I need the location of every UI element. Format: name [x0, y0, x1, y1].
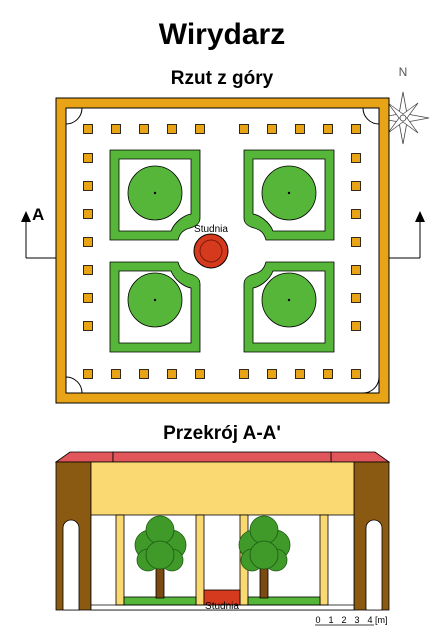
roof-left	[54, 451, 114, 463]
pillar-12	[267, 124, 277, 134]
pillar-25	[351, 209, 361, 219]
ground-bed-right	[247, 596, 321, 606]
scale-tick-0: 0	[315, 615, 320, 625]
pillar-9	[195, 369, 205, 379]
pillar-31	[351, 293, 361, 303]
pillar-5	[139, 369, 149, 379]
pillar-26	[83, 237, 93, 247]
well-rim	[199, 239, 223, 263]
scale-tick-3: 3	[354, 615, 359, 625]
pillar-29	[351, 265, 361, 275]
pillar-16	[323, 124, 333, 134]
scale-unit: [m]	[375, 615, 388, 625]
section-well-label: Studnia	[205, 601, 239, 612]
pillar-32	[83, 321, 93, 331]
scale-tick-1: 1	[328, 615, 333, 625]
section-drawing	[54, 451, 391, 611]
well	[193, 233, 229, 269]
section-tree-left-icon	[134, 515, 187, 599]
pillar-1	[83, 369, 93, 379]
arrow-right-icon	[415, 211, 425, 222]
pillar-8	[195, 124, 205, 134]
pillar-6	[167, 124, 177, 134]
pillar-33	[351, 321, 361, 331]
pillar-21	[351, 153, 361, 163]
section-mark-left: A	[32, 205, 44, 224]
roof-right	[330, 451, 391, 463]
compass-label: N	[399, 65, 408, 79]
page-title: Wirydarz	[159, 18, 285, 51]
column-2	[195, 514, 205, 606]
pillar-14	[295, 124, 305, 134]
roof-middle	[112, 451, 332, 463]
pillar-4	[139, 124, 149, 134]
pillar-0	[83, 124, 93, 134]
pillar-23	[351, 181, 361, 191]
pillar-27	[351, 237, 361, 247]
pillar-10	[239, 124, 249, 134]
pillar-2	[111, 124, 121, 134]
arch-left	[62, 519, 80, 611]
pillars	[83, 124, 361, 379]
arrow-left-icon	[21, 211, 31, 222]
compass-rose-icon	[376, 91, 430, 145]
pillar-22	[83, 181, 93, 191]
section-heading: Przekrój A-A'	[163, 423, 281, 444]
column-4	[319, 514, 329, 606]
pillar-17	[323, 369, 333, 379]
pillar-11	[239, 369, 249, 379]
pillar-28	[83, 265, 93, 275]
scale-tick-4: 4	[367, 615, 372, 625]
pillar-7	[167, 369, 177, 379]
column-1	[115, 514, 125, 606]
scale-tick-2: 2	[341, 615, 346, 625]
scale-bar: 0 1 2 3 4 [m]	[315, 615, 388, 626]
corner-arcs	[65, 107, 380, 394]
pillar-24	[83, 209, 93, 219]
pillar-3	[111, 369, 121, 379]
pillar-30	[83, 293, 93, 303]
pillar-18	[351, 124, 361, 134]
arch-right	[365, 519, 383, 611]
pillar-13	[267, 369, 277, 379]
section-tree-right-icon	[238, 515, 291, 599]
pillar-15	[295, 369, 305, 379]
tree-center-dots	[153, 191, 291, 302]
plan-heading: Rzut z góry	[171, 68, 274, 89]
pillar-20	[83, 153, 93, 163]
well-label: Studnia	[194, 224, 228, 235]
pillar-19	[351, 369, 361, 379]
